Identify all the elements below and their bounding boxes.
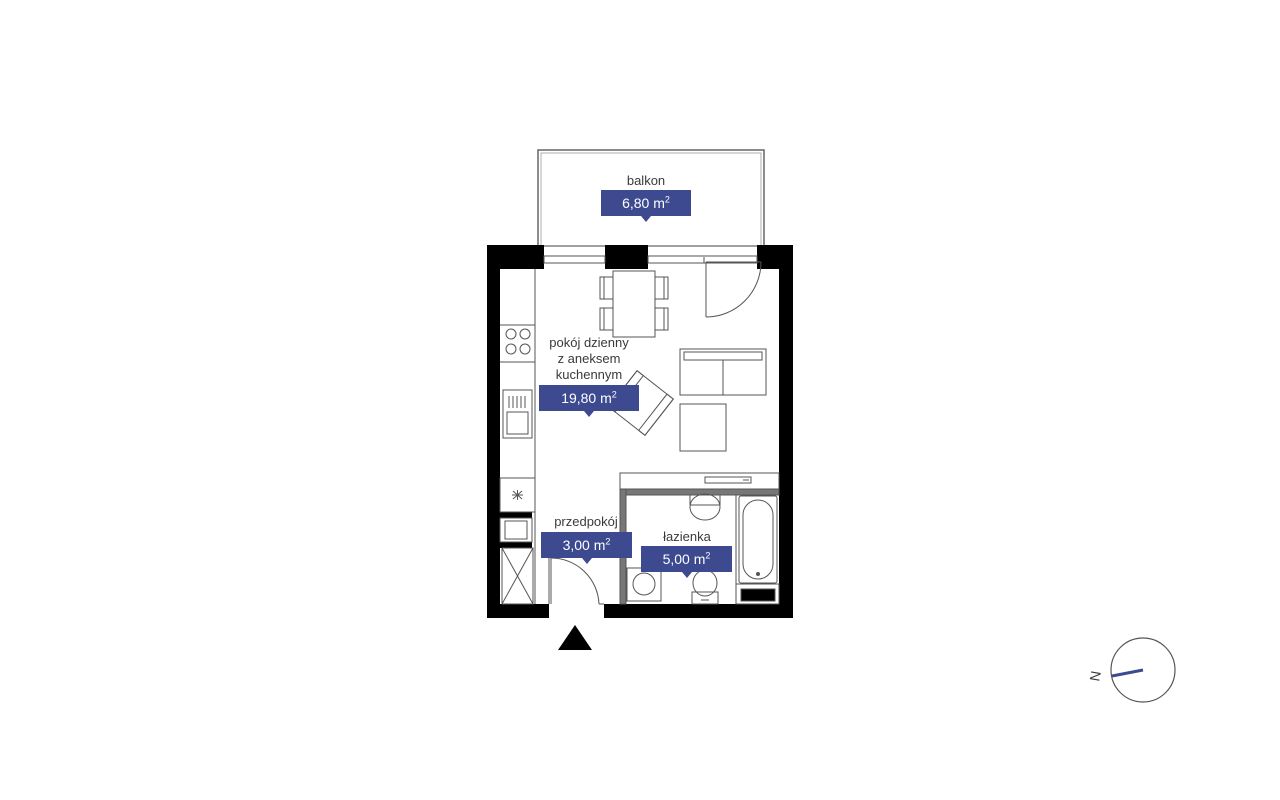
room-name-przedpokoj: przedpokój <box>554 514 618 529</box>
area-unit-sup-pokoj: 2 <box>611 389 617 400</box>
balcony-inner <box>540 152 762 247</box>
area-badge-balkon: 6,80 m2 <box>601 190 691 222</box>
compass-needle <box>1111 668 1144 678</box>
walls <box>487 245 793 618</box>
area-value-pokoj: 19,80 m <box>561 390 612 406</box>
room-name-pokoj-line1: pokój dzienny <box>549 335 629 350</box>
room-name-pokoj-line2: z aneksem <box>557 351 621 366</box>
room-name-pokoj: pokój dzienny z aneksem kuchennym <box>530 335 648 383</box>
area-value-lazienka: 5,00 m <box>662 551 706 567</box>
area-badge-lazienka: 5,00 m2 <box>641 546 732 578</box>
entrance-arrow <box>558 625 592 650</box>
area-value-balkon: 6,80 m <box>622 195 665 211</box>
area-value-przedpokoj: 3,00 m <box>562 537 606 553</box>
room-name-lazienka: łazienka <box>663 529 711 544</box>
room-name-balkon: balkon <box>626 173 666 188</box>
compass-circle <box>1110 637 1176 703</box>
area-unit-sup-lazienka: 2 <box>705 550 711 561</box>
area-badge-pokoj: 19,80 m2 <box>539 385 639 417</box>
area-badge-przedpokoj: 3,00 m2 <box>541 532 632 564</box>
room-name-pokoj-line3: kuchennym <box>555 367 623 382</box>
coffee-table <box>679 403 727 452</box>
area-unit-sup-balkon: 2 <box>664 194 670 205</box>
area-unit-sup-przedpokoj: 2 <box>605 536 611 547</box>
